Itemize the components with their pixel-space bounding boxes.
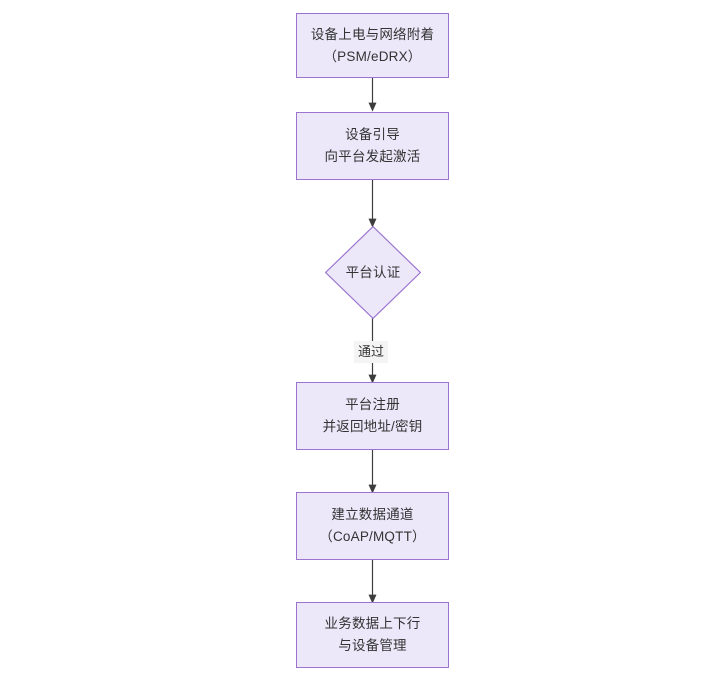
node-power-on-line-2: （PSM/eDRX） bbox=[323, 48, 422, 64]
node-register-line-2: 并返回地址/密钥 bbox=[322, 419, 423, 434]
node-data-mgmt-line-1: 业务数据上下行 bbox=[324, 616, 421, 631]
edge-label-auth-pass: 通过 bbox=[354, 341, 389, 363]
node-bootstrap[interactable]: 设备引导 向平台发起激活 bbox=[296, 112, 449, 180]
node-data-mgmt[interactable]: 业务数据上下行 与设备管理 bbox=[296, 602, 449, 668]
node-data-mgmt-line-2: 与设备管理 bbox=[338, 638, 407, 653]
node-auth-label: 平台认证 bbox=[345, 264, 401, 280]
node-channel-line-1: 建立数据通道 bbox=[331, 507, 414, 522]
node-power-on-line-1: 设备上电与网络附着 bbox=[310, 26, 435, 42]
node-auth-decision[interactable]: 平台认证 bbox=[325, 226, 421, 319]
node-register-line-1: 平台注册 bbox=[345, 397, 400, 412]
node-register[interactable]: 平台注册 并返回地址/密钥 bbox=[296, 382, 449, 450]
edge-label-auth-pass-text: 通过 bbox=[358, 344, 385, 359]
node-power-on[interactable]: 设备上电与网络附着 （PSM/eDRX） bbox=[296, 13, 449, 78]
diamond-shape bbox=[325, 226, 421, 319]
node-bootstrap-line-2: 向平台发起激活 bbox=[324, 149, 421, 164]
node-channel[interactable]: 建立数据通道 （CoAP/MQTT） bbox=[296, 492, 449, 560]
node-channel-line-2: （CoAP/MQTT） bbox=[319, 529, 426, 544]
node-bootstrap-line-1: 设备引导 bbox=[345, 127, 400, 142]
